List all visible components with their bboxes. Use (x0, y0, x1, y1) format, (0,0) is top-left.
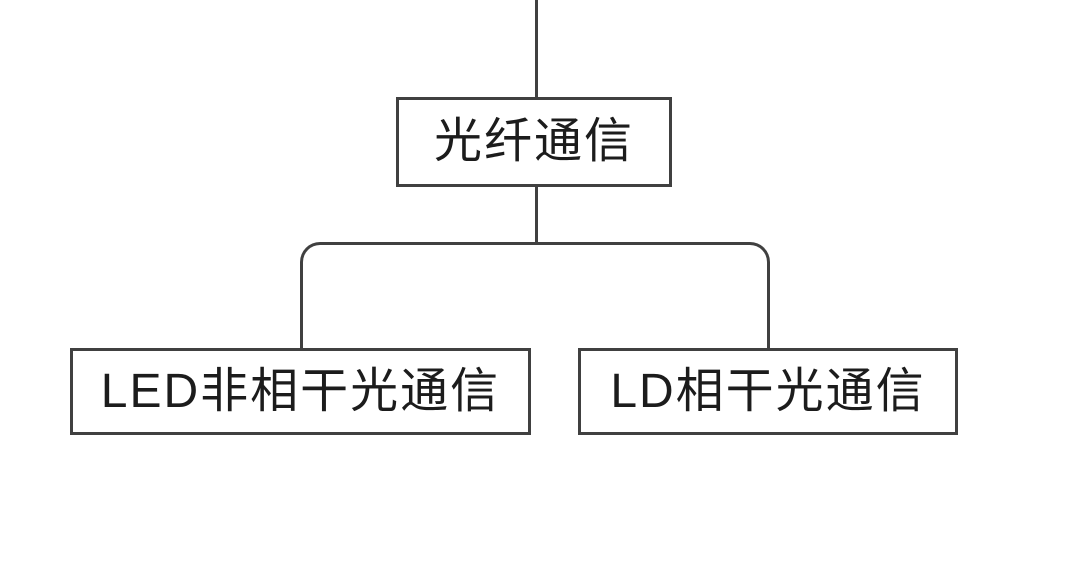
connector-trunk-line (535, 0, 538, 100)
node-fiber-optic-communication: 光纤通信 (396, 97, 672, 187)
connector-branch-bracket (300, 242, 770, 348)
node-ld-coherent-optical-communication-label: LD相干光通信 (610, 364, 926, 418)
node-ld-coherent-optical-communication: LD相干光通信 (578, 348, 958, 435)
connector-root-stub (535, 187, 538, 245)
node-led-noncoherent-optical-communication: LED非相干光通信 (70, 348, 531, 435)
node-led-noncoherent-optical-communication-label: LED非相干光通信 (100, 364, 501, 418)
node-fiber-optic-communication-label: 光纤通信 (433, 115, 634, 168)
